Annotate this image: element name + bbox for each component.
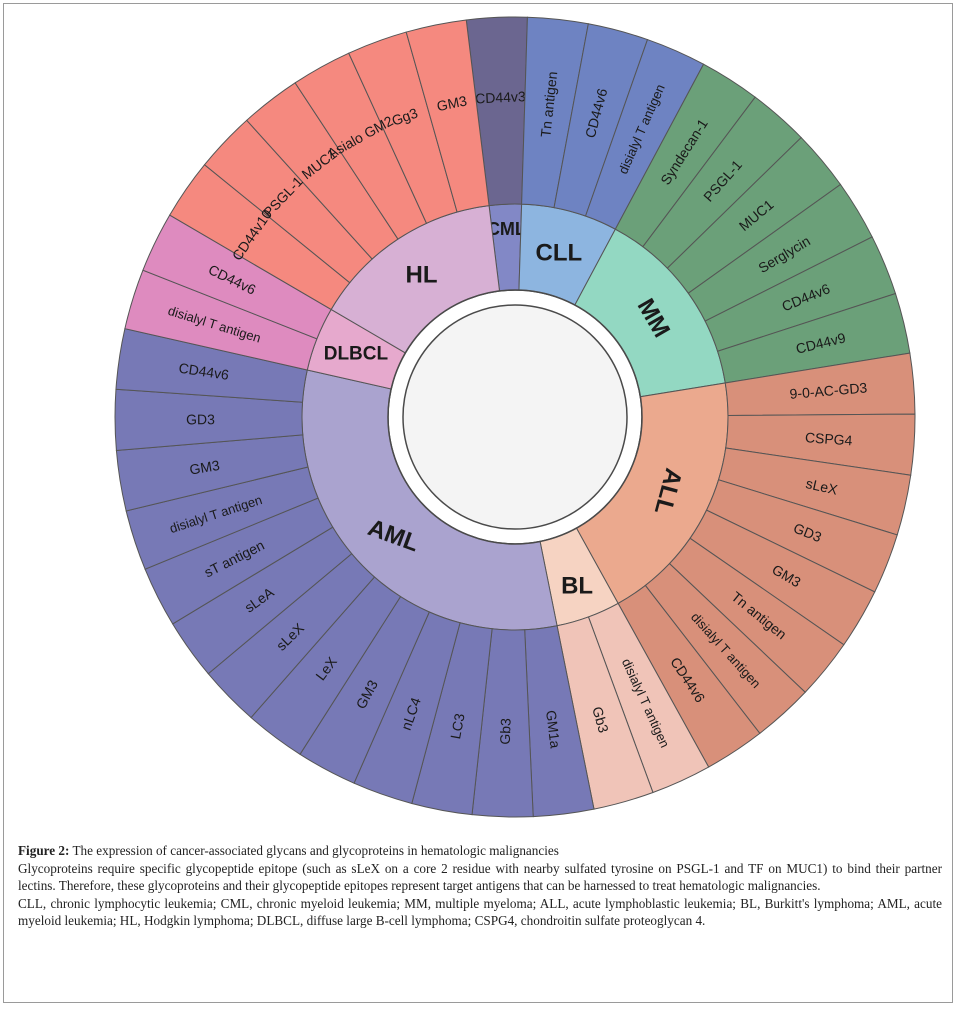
caption-title: The expression of cancer-associated glyc…: [69, 843, 559, 858]
figure-caption: Figure 2: The expression of cancer-assoc…: [18, 842, 942, 930]
outer-sector-hl-6: [405, 19, 490, 213]
outer-label-aml-lc3: LC3: [447, 712, 467, 740]
outer-label-cll-tn-antigen: Tn antigen: [537, 71, 560, 139]
inner-ring-border: [387, 289, 643, 545]
outer-label-aml-gm3: GM3: [188, 457, 221, 478]
outer-label-all-9-0-ac-gd3: 9-0-AC-GD3: [789, 379, 868, 401]
caption-figure-label: Figure 2:: [18, 843, 70, 858]
outer-label-hl-gm3: GM3: [435, 92, 468, 114]
inner-label-dlbcl: DLBCL: [324, 344, 389, 365]
outer-label-aml-gb3: Gb3: [497, 718, 514, 745]
inner-label-cll: CLL: [536, 239, 583, 266]
outer-label-aml-gd3: GD3: [186, 411, 215, 427]
caption-abbreviations: CLL, chronic lymphocytic leukemia; CML, …: [18, 895, 942, 929]
inner-label-cml: CML: [487, 219, 526, 239]
center-hole: [402, 304, 628, 530]
inner-label-bl: BL: [561, 572, 593, 599]
caption-description: Glycoproteins require specific glycopept…: [18, 860, 942, 894]
inner-label-hl: HL: [406, 261, 438, 288]
outer-label-all-slex: sLeX: [804, 475, 839, 498]
outer-label-cml-cd44v3: CD44v3: [475, 88, 526, 106]
outer-label-aml-gm1a: GM1a: [543, 709, 564, 749]
outer-label-bl-gb3: Gb3: [589, 705, 612, 735]
outer-label-aml-cd44v6: CD44v6: [178, 360, 231, 383]
outer-label-all-cspg4: CSPG4: [805, 429, 854, 448]
